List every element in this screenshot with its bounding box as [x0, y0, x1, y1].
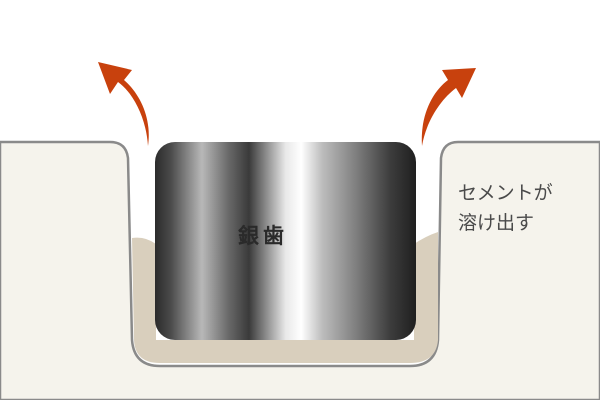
tooth-body: [0, 140, 600, 400]
annotation-line-1: セメントが: [458, 182, 553, 204]
curved-arrow-up-left-icon: [98, 62, 149, 146]
curved-arrow-up-right-icon: [421, 68, 476, 146]
silver-crown: [155, 142, 416, 340]
cement-layer: [132, 232, 438, 363]
cement-dissolve-annotation: セメントが 溶け出す: [458, 178, 553, 238]
crown-label: 銀歯: [238, 224, 288, 248]
annotation-line-2: 溶け出す: [458, 212, 535, 234]
